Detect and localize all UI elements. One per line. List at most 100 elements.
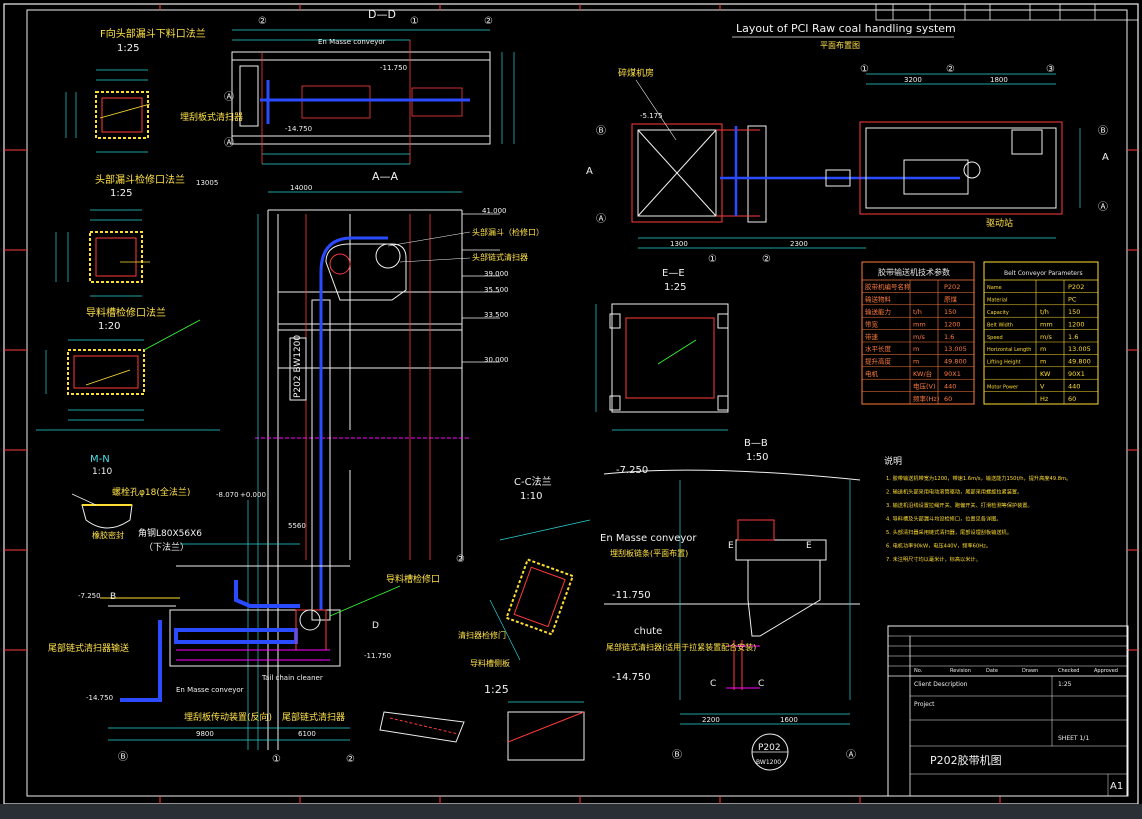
bb-marker-e2: E	[806, 541, 812, 551]
table-cn-cell: 输送能力	[865, 307, 891, 316]
head-cleaner-label: 头部链式清扫器	[472, 252, 528, 262]
table-cn-cell: 电压(V)	[913, 381, 936, 390]
aa-dim-3: 9800	[196, 730, 214, 738]
aa-dim-1: 13005	[196, 179, 218, 187]
plan-grid-b: Ⓑ	[596, 125, 606, 137]
tb-scale: 1:25	[1058, 681, 1072, 688]
f-flange-title: F向头部漏斗下料口法兰	[100, 27, 206, 40]
bb-cleaner-2: 尾部链式清扫器(适用于拉紧装置配合安装)	[606, 642, 756, 652]
aa-elev-m1: -8.070	[216, 491, 239, 499]
tail-chain-cleaner: Tail chain cleaner	[261, 674, 323, 682]
top-title-strip	[875, 3, 1139, 21]
plan-grid-a: Ⓐ	[596, 213, 606, 225]
notes-lines: 1. 胶带输送机带宽为1200，带速1.6m/s，输送能力150t/h，提升高度…	[886, 474, 1071, 563]
f-flange-detail: F向头部漏斗下料口法兰 1:25	[65, 27, 206, 153]
angle-steel-sub: （下法兰）	[144, 541, 189, 553]
aa-grid-2: ②	[346, 754, 355, 765]
table-cn-cell: m/s	[913, 333, 926, 341]
table-cn-cell: 13.005	[944, 345, 967, 353]
table-en-cell: t/h	[1040, 308, 1049, 316]
dd-grid-a: Ⓐ	[224, 91, 234, 103]
table-en-cell: Hz	[1040, 395, 1049, 403]
guide-flange-scale: 1:20	[98, 321, 120, 332]
notes-title: 说明	[884, 455, 902, 467]
table-en-cell: m	[1040, 345, 1046, 353]
title-block-header-cell: No.	[914, 668, 923, 674]
table-cn-cell: 60	[944, 395, 952, 403]
note-line: 5. 头部清扫器采用链式清扫器，尾部设埋刮板输送机。	[886, 528, 1012, 536]
aa-elev-side: -11.750	[364, 652, 391, 660]
bb-grid-b: Ⓑ	[672, 749, 682, 761]
sheet-title: P202胶带机图	[930, 753, 1002, 767]
table-en-cell: Motor Power	[987, 384, 1019, 390]
dd-section: D—D ② ① ② En Masse conveyor 埋刮板式清扫器 -11.…	[180, 8, 515, 165]
title-block-header-cell: Approved	[1094, 668, 1118, 674]
status-bar	[0, 804, 1142, 819]
table-cn-cell: t/h	[913, 308, 922, 316]
plan-dim-2: 1800	[990, 76, 1008, 84]
note-line: 2. 输送机头部采用电动滚筒驱动，尾部采用螺旋拉紧装置。	[886, 488, 1022, 496]
top-elev-1: 41.000	[482, 207, 507, 215]
cc-scale: 1:10	[520, 491, 542, 502]
aa-dim-2: 5560	[288, 522, 306, 530]
bb-elev-2: -11.750	[612, 590, 651, 601]
dd-title: D—D	[368, 8, 396, 21]
bottom-scale: 1:25	[484, 683, 509, 696]
table-cn-cell: 带速	[865, 333, 879, 341]
table-cn-cell: 440	[944, 382, 956, 390]
aa-section: A—A	[48, 170, 544, 765]
table-cn-cell: mm	[913, 320, 926, 328]
table-cn-cell: 频率(Hz)	[913, 394, 939, 403]
table-en-cell: 60	[1068, 395, 1076, 403]
table-en-cell: 90X1	[1068, 370, 1085, 378]
bb-marker-e: E	[728, 541, 734, 551]
title-block-header-cell: Revision	[950, 668, 971, 674]
dd-grid-a2: Ⓐ	[224, 137, 234, 149]
frame-ticks	[4, 4, 1138, 804]
table-en-cell: KW	[1040, 370, 1051, 378]
scrape-drive-label: 埋刮板传动装置(反向)	[184, 711, 272, 723]
table-en-cell: 440	[1068, 382, 1080, 390]
table-cn-cell: 原煤	[944, 295, 958, 304]
plan-grid-2b: ②	[762, 254, 771, 265]
head-flange-scale: 1:25	[110, 188, 132, 199]
bb-marker-c2: C	[758, 679, 764, 689]
table-en-cell: Speed	[987, 335, 1003, 341]
bb-scale: 1:50	[746, 452, 768, 463]
note-line: 4. 导料槽及头部漏斗均设检修口，位置见各详图。	[886, 515, 1002, 523]
guide-chute-label: 导料槽检修口	[386, 573, 440, 585]
table-cn-cell: 带宽	[865, 319, 879, 328]
plan-grid-3: ③	[1046, 64, 1055, 75]
table-en-title: Belt Conveyor Parameters	[1004, 270, 1083, 277]
bb-dim-2: 1600	[780, 716, 798, 724]
table-en-cell: Material	[987, 298, 1007, 304]
table-cn-cell: 49.800	[944, 358, 967, 366]
bb-marker-c: C	[710, 679, 716, 689]
bb-elev-3: -14.750	[612, 672, 651, 683]
title-block-header-cell: Checked	[1058, 668, 1079, 674]
tb-project: Project	[914, 701, 935, 708]
bolt-note: 螺栓孔φ18(全法兰)	[112, 486, 190, 498]
head-funnel-label: 头部漏斗（检修口）	[472, 227, 544, 237]
tail-cleaner-conv-label: 尾部链式清扫器输送	[48, 642, 129, 654]
table-cn-cell: 提升高度	[865, 357, 892, 366]
table-cn-cell: 水平长度	[865, 344, 892, 353]
aa-elev-m2: +0.000	[240, 491, 266, 499]
table-en-cell: PC	[1068, 296, 1077, 304]
f-flange-scale: 1:25	[117, 43, 139, 54]
plan-dim-4: 2300	[790, 240, 808, 248]
plan-view: Layout of PCI Raw coal handling system 平…	[586, 22, 1109, 265]
note-line: 6. 电机功率90kW，电压440V，频率60Hz。	[886, 542, 991, 550]
plan-label: 平面布置图	[820, 40, 860, 50]
bb-cleaner-1: 埋刮板链条(平面布置)	[610, 548, 688, 558]
dd-grid-1a: ①	[410, 16, 419, 27]
angle-steel-label: 角钢L80X56X6	[138, 527, 202, 539]
bb-grid-a: Ⓐ	[846, 749, 856, 761]
table-en-cell: 49.800	[1068, 358, 1091, 366]
cc-detail: C-C法兰 1:10	[489, 475, 591, 661]
